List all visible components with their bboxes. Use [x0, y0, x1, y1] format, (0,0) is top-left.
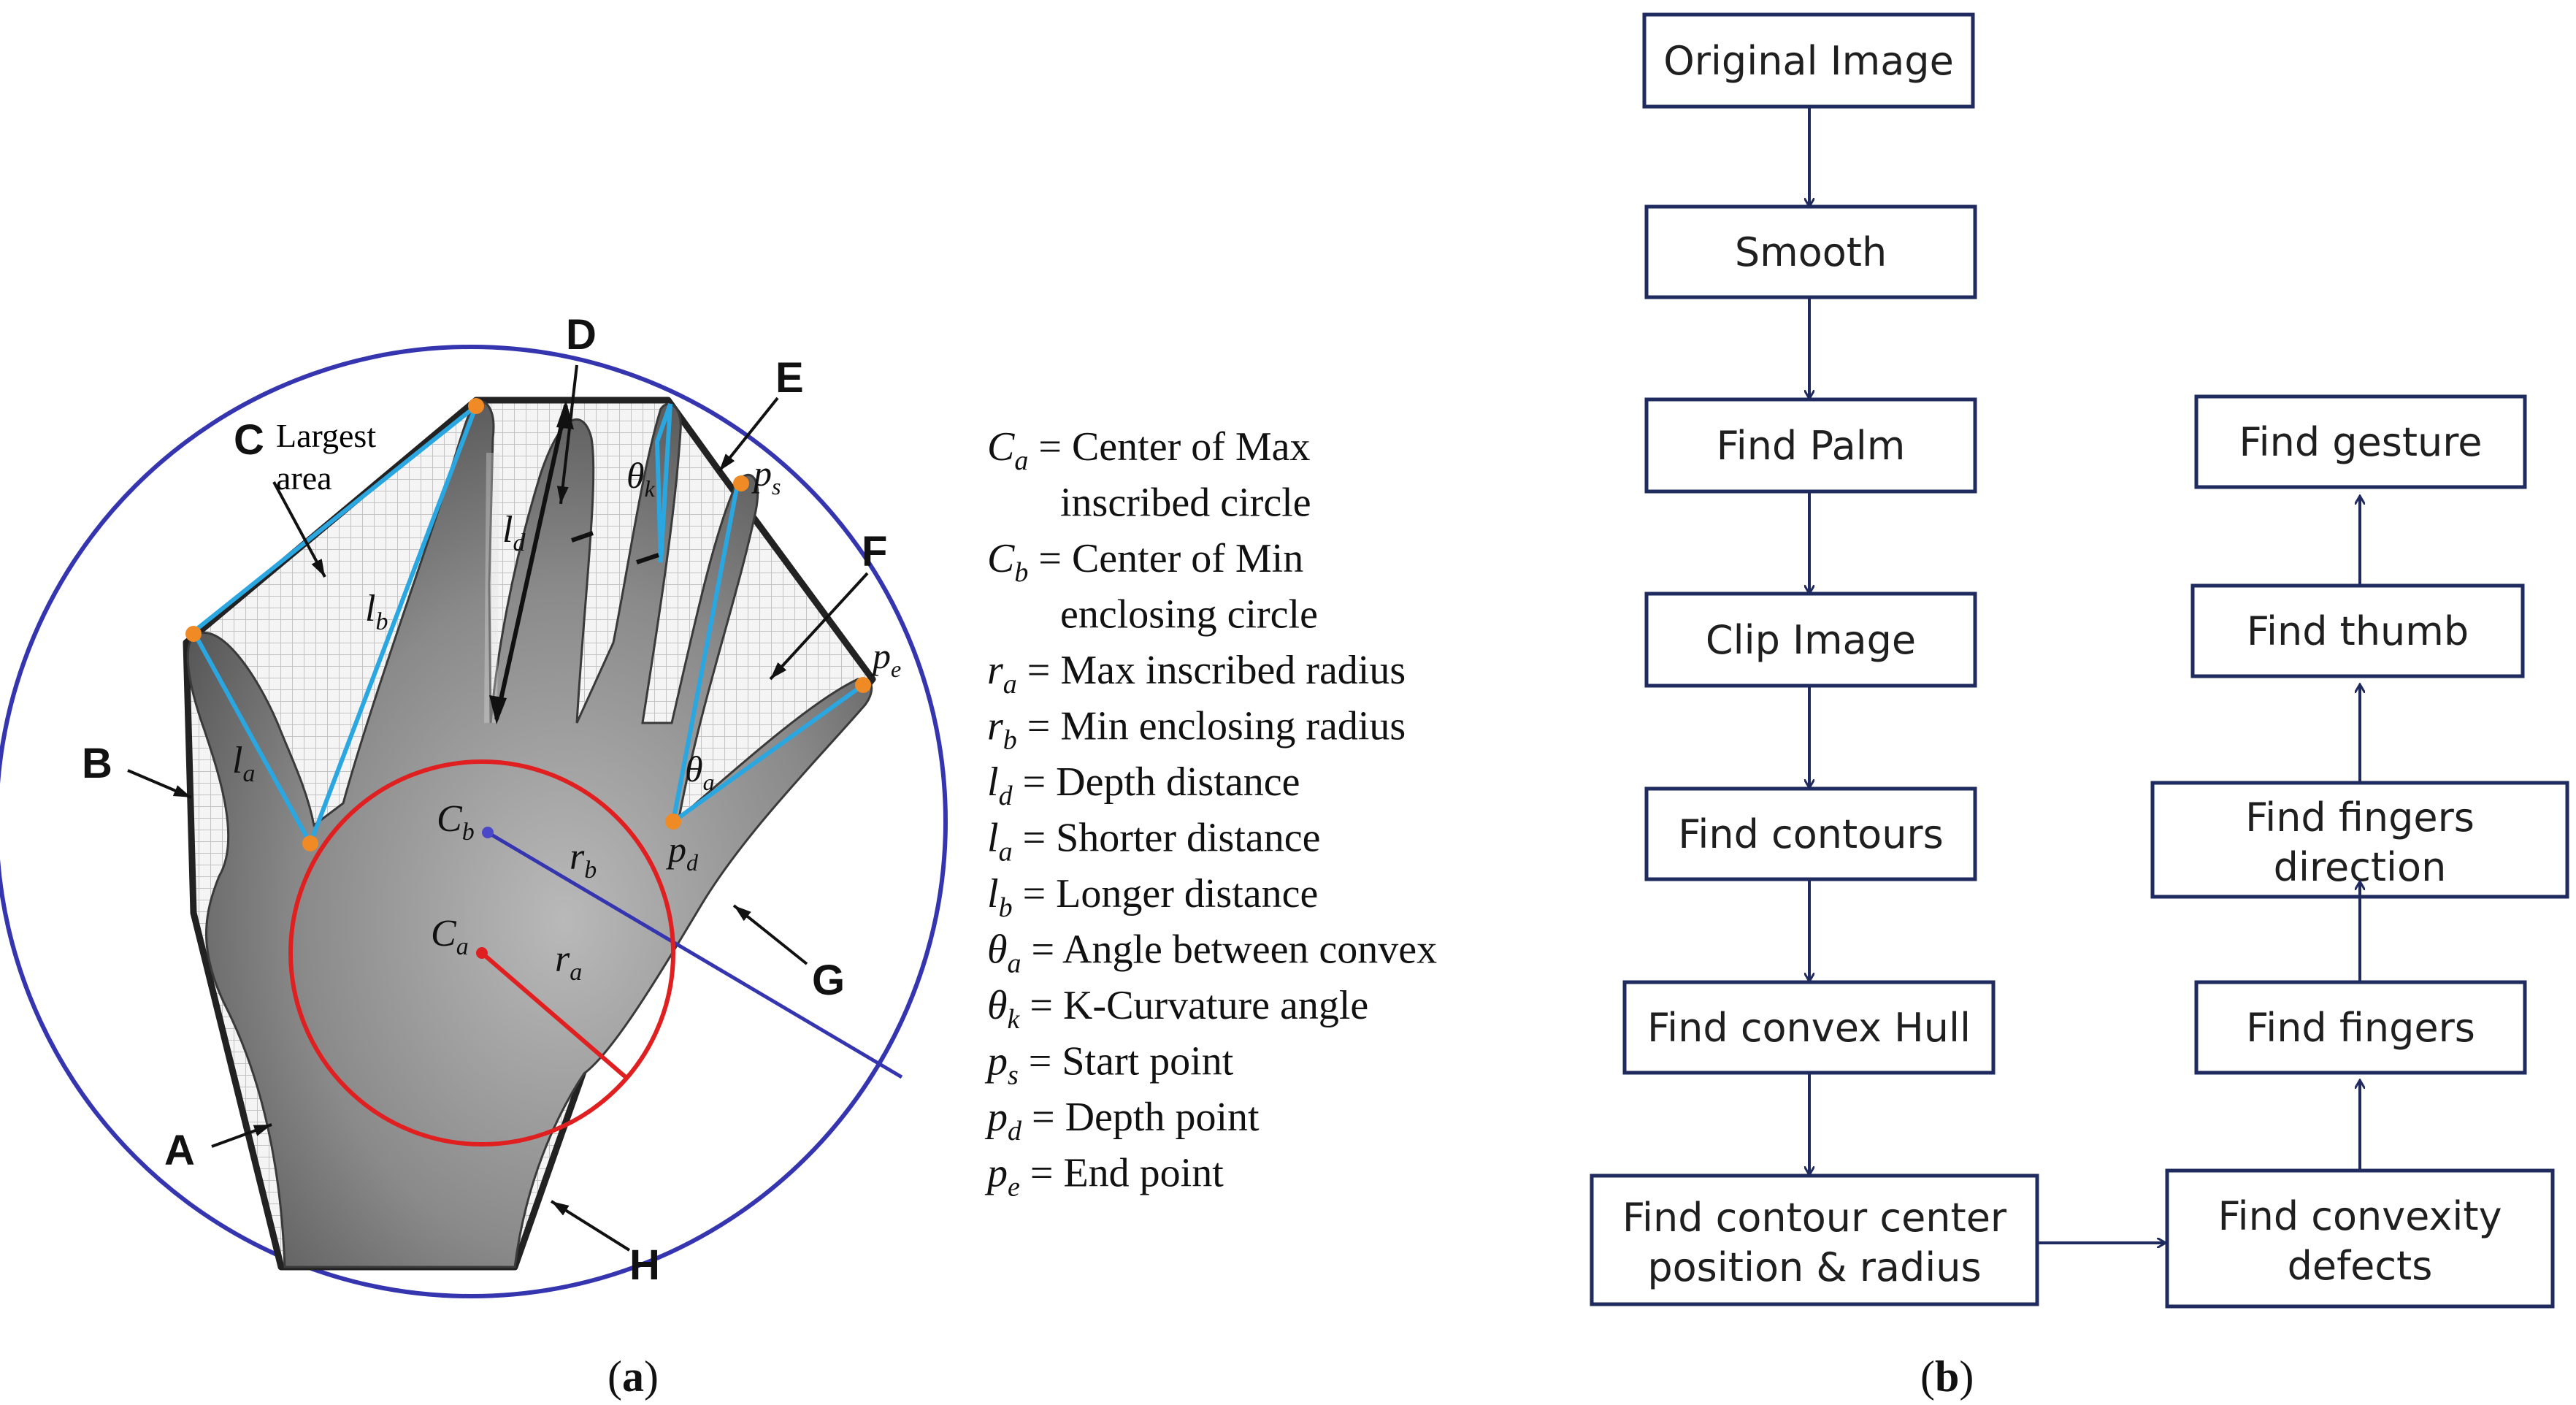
legend-item: la = Shorter distance — [987, 816, 1320, 868]
legend-item: ra = Max inscribed radius — [987, 648, 1406, 700]
flow-box-label: defects — [2288, 1243, 2433, 1289]
label-C: C — [234, 416, 264, 464]
symbol-ld: ld — [502, 509, 526, 556]
inscribed-radius-line — [480, 951, 628, 1080]
flow-box-label: position & radius — [1647, 1244, 1981, 1290]
legend-item: Cb = Center of Min — [987, 536, 1303, 588]
symbol-ps: ps — [751, 453, 781, 499]
flow-box-label: Find fingers — [2245, 795, 2475, 841]
enclosing-radius-line — [486, 830, 903, 1079]
flow-box-label: Find convexity — [2217, 1193, 2502, 1239]
legend-item: pd = Depth point — [984, 1095, 1260, 1146]
max-inscribed-circle — [288, 759, 675, 1146]
flow-box-label: Find fingers — [2246, 1005, 2475, 1051]
legend-item: θk = K-Curvature angle — [987, 983, 1368, 1035]
panel-a: A B C D E F G H Largest area ld lb la θk… — [0, 311, 1437, 1401]
flow-box-label: Find Palm — [1717, 423, 1906, 469]
label-E: E — [775, 354, 804, 402]
flow-box — [2190, 583, 2525, 678]
symbol-cb: Cb — [437, 798, 475, 846]
flow-box-label: Clip Image — [1706, 617, 1916, 663]
flow-box — [1644, 592, 1977, 688]
flow-box-label: Find contour center — [1622, 1195, 2007, 1241]
flow-box — [1590, 1174, 2039, 1306]
legend-item-continued: inscribed circle — [1060, 481, 1311, 526]
label-A: A — [164, 1127, 195, 1174]
flow-box — [1644, 204, 1977, 299]
flow-box-label: Find convex Hull — [1647, 1005, 1971, 1051]
flow-box — [1642, 12, 1975, 109]
flow-box-label: Original Image — [1663, 38, 1954, 84]
legend-item: θa = Angle between convex — [987, 927, 1437, 979]
label-H: H — [629, 1241, 660, 1289]
flow-box — [2165, 1168, 2555, 1309]
legend-item: Ca = Center of Max — [987, 424, 1311, 476]
symbol-theta-a: θa — [685, 749, 715, 795]
caption-b: (b) — [1920, 1352, 1974, 1401]
flow-box — [2194, 980, 2527, 1075]
center-ca-dot — [476, 947, 488, 959]
label-F: F — [862, 528, 887, 575]
symbol-ra: ra — [555, 938, 582, 986]
flow-box — [2150, 781, 2569, 899]
legend-item: ld = Depth distance — [987, 759, 1300, 811]
hull-points — [185, 398, 871, 851]
flow-box — [1644, 397, 1977, 494]
depth-distance-line — [494, 405, 568, 720]
flow-box-label: Find contours — [1678, 811, 1944, 857]
symbol-pe: pe — [870, 635, 901, 682]
legend-item: rb = Min enclosing radius — [987, 704, 1406, 756]
largest-area-line1: Largest — [276, 417, 376, 454]
symbol-la: la — [232, 740, 255, 787]
flow-box — [1622, 980, 1996, 1075]
legend-item: pe = End point — [984, 1151, 1224, 1203]
flow-box — [2194, 394, 2527, 489]
flow-box-label: Smooth — [1735, 229, 1887, 275]
center-cb-dot — [482, 827, 494, 838]
caption-a: (a) — [607, 1352, 659, 1401]
symbol-theta-k: θk — [626, 455, 656, 502]
label-G: G — [812, 957, 845, 1004]
min-enclosing-circle — [0, 345, 948, 1298]
symbol-pd: pd — [666, 829, 699, 876]
legend-item: ps = Start point — [984, 1039, 1234, 1091]
legend-item: lb = Longer distance — [987, 871, 1318, 923]
symbol-rb: rb — [570, 836, 597, 884]
flow-box-label: Find gesture — [2239, 419, 2482, 465]
largest-area-line2: area — [276, 459, 332, 497]
label-D: D — [566, 311, 597, 359]
symbol-lb: lb — [365, 588, 388, 635]
symbol-ca: Ca — [431, 913, 469, 960]
flow-box-label: Find thumb — [2247, 608, 2469, 654]
legend: Ca = Center of Max inscribed circle Cb = C… — [984, 424, 1437, 1203]
legend-item-continued: enclosing circle — [1060, 592, 1318, 638]
label-B: B — [82, 740, 112, 787]
